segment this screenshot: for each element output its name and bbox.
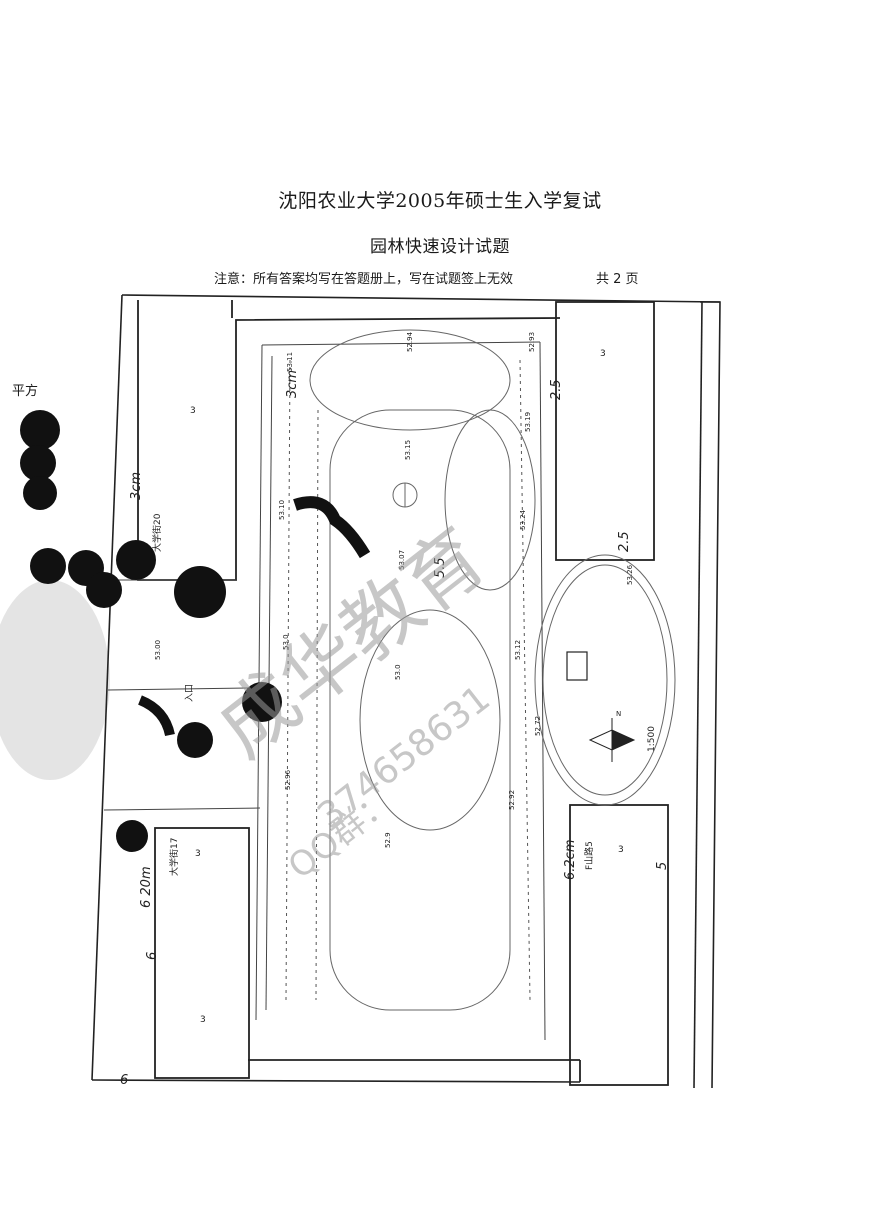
- block-number: 3: [200, 1015, 206, 1025]
- block-number: 3: [190, 406, 196, 416]
- handwritten-note: 3cm: [285, 370, 300, 398]
- elevation-label: 52.72: [534, 716, 542, 736]
- watermark: 成华教育 374658631 QQ群：: [201, 512, 502, 887]
- elevation-label: 53.0: [394, 664, 402, 680]
- exam-notice: 注意：所有答案均写在答题册上，写在试题签上无效: [214, 272, 514, 287]
- elevation-label: 53.12: [514, 640, 522, 660]
- tree-canopies: [20, 410, 371, 852]
- small-structure: [566, 651, 588, 681]
- elevation-label: 53.07: [398, 550, 406, 570]
- north-label: N: [616, 710, 621, 718]
- elevation-label: 52.9: [384, 832, 392, 848]
- side-label: 平方: [12, 384, 39, 399]
- elevation-label: 52.94: [406, 331, 414, 352]
- page-title: 沈阳农业大学2005年硕士生入学复试: [278, 190, 602, 212]
- handwritten-note: 6: [120, 1073, 128, 1088]
- handwritten-note: 5: [655, 862, 670, 870]
- elevation-label: 53.19: [524, 412, 532, 432]
- shrub-mass: [0, 580, 110, 780]
- handwritten-note: 2.5: [617, 531, 632, 552]
- site-boundary: [91, 294, 721, 1089]
- handwritten-note: 6.2cm: [563, 840, 578, 881]
- handwritten-note: 6: [145, 952, 160, 960]
- elevation-label: 53.26: [626, 564, 634, 585]
- elevation-label: 52.96: [284, 769, 292, 790]
- entrance-label: 入口: [184, 684, 195, 702]
- scale-label: 1:500: [647, 726, 657, 752]
- elevation-label: 53.00: [154, 640, 162, 660]
- page-count: 共 2 页: [596, 272, 639, 287]
- handwritten-note: 2.5: [549, 379, 564, 400]
- handwritten-note: 3cm: [129, 472, 144, 500]
- elevation-label: 53.11: [286, 352, 294, 372]
- elevation-label: 52.93: [528, 332, 536, 352]
- elevation-label: 53.10: [278, 500, 286, 520]
- page-subtitle: 园林快速设计试题: [370, 237, 510, 257]
- street-label: 大学街20: [151, 513, 163, 552]
- elevation-labels: 53.11 52.94 52.93 53.19 53.15 53.10 53.2…: [154, 331, 634, 848]
- block-number: 3: [195, 849, 201, 859]
- street-labels: 大学街20 大学街17 F山路5 入口: [151, 513, 595, 876]
- street-label: 大学街17: [168, 838, 180, 876]
- block-numbers: 3 3 3 3 3: [190, 349, 624, 1025]
- garden-paths: [309, 329, 676, 1011]
- handwritten-notes: 3cm 3cm 2.5 2.5 5.5 5 6 6.2cm 6 20m 6: [120, 370, 670, 1088]
- elevation-label: 53.15: [404, 440, 412, 460]
- elevation-label: 53.24: [519, 509, 527, 530]
- north-arrow-icon: N: [588, 710, 636, 762]
- handwritten-note: 5.5: [433, 557, 448, 578]
- block-number: 3: [618, 845, 624, 855]
- elevation-label: 52.92: [508, 790, 516, 810]
- handwritten-note: 6 20m: [139, 866, 154, 908]
- street-label: F山路5: [583, 841, 595, 870]
- block-number: 3: [600, 349, 606, 359]
- elevation-label: 53.0: [282, 634, 290, 650]
